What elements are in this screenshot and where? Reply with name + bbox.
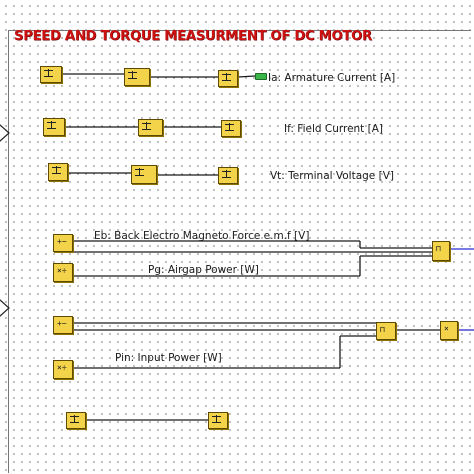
multiplexer-icon: ⊓ xyxy=(436,244,441,253)
arithmetic-icon: ×÷ xyxy=(57,266,67,275)
block-symbol-icon xyxy=(52,166,61,174)
multiplexer-block[interactable]: ⊓ xyxy=(376,322,396,340)
amplifier-block[interactable] xyxy=(66,412,86,429)
label-armature-current: Ia: Armature Current [A] xyxy=(268,72,396,84)
block-symbol-icon xyxy=(135,168,144,176)
block-symbol-icon xyxy=(142,122,151,130)
amplifier-block[interactable] xyxy=(131,165,157,184)
display-icon: × xyxy=(444,324,449,333)
block-symbol-icon xyxy=(47,121,56,129)
multiplexer-block[interactable]: ⊓ xyxy=(432,241,450,261)
diagram-title: SPEED AND TORQUE MEASURMENT OF DC MOTOR xyxy=(14,29,372,44)
arithmetic-block[interactable]: ×÷ xyxy=(53,263,73,282)
block-symbol-icon xyxy=(212,415,221,423)
analog-input-block[interactable] xyxy=(48,163,68,181)
analog-input-block[interactable] xyxy=(40,66,62,83)
status-led-icon xyxy=(255,73,267,80)
diagram-frame xyxy=(8,30,471,473)
analog-output-block[interactable] xyxy=(208,412,228,429)
display-block[interactable]: × xyxy=(440,321,458,340)
label-terminal-voltage: Vt: Terminal Voltage [V] xyxy=(270,170,394,182)
arithmetic-icon: +− xyxy=(57,319,67,328)
analog-output-block[interactable] xyxy=(218,167,238,184)
block-symbol-icon xyxy=(222,170,231,178)
input-port-2[interactable] xyxy=(0,298,12,318)
arithmetic-block[interactable]: +− xyxy=(53,234,73,252)
block-symbol-icon xyxy=(225,123,234,131)
block-symbol-icon xyxy=(128,71,137,79)
wire xyxy=(237,75,256,78)
label-airgap-power: Pg: Airgap Power [W] xyxy=(148,264,259,276)
analog-input-block[interactable] xyxy=(43,118,65,136)
input-port-1[interactable] xyxy=(0,123,12,143)
label-field-current: If: Field Current [A] xyxy=(284,123,384,135)
block-symbol-icon xyxy=(222,73,231,81)
amplifier-block[interactable] xyxy=(138,119,163,136)
block-symbol-icon xyxy=(44,69,53,77)
multiplexer-icon: ⊓ xyxy=(380,325,385,334)
arithmetic-block[interactable]: +− xyxy=(53,316,73,334)
label-input-power: Pin: Input Power [W] xyxy=(115,352,222,364)
analog-output-block[interactable] xyxy=(218,70,238,87)
arithmetic-block[interactable]: ×÷ xyxy=(53,360,73,379)
block-symbol-icon xyxy=(70,415,79,423)
arithmetic-icon: ×÷ xyxy=(57,363,67,372)
amplifier-block[interactable] xyxy=(124,68,150,86)
analog-output-block[interactable] xyxy=(221,120,241,137)
label-back-emf: Eb: Back Electro Magneto Force e.m.f [V] xyxy=(94,230,310,242)
arithmetic-icon: +− xyxy=(57,237,67,246)
